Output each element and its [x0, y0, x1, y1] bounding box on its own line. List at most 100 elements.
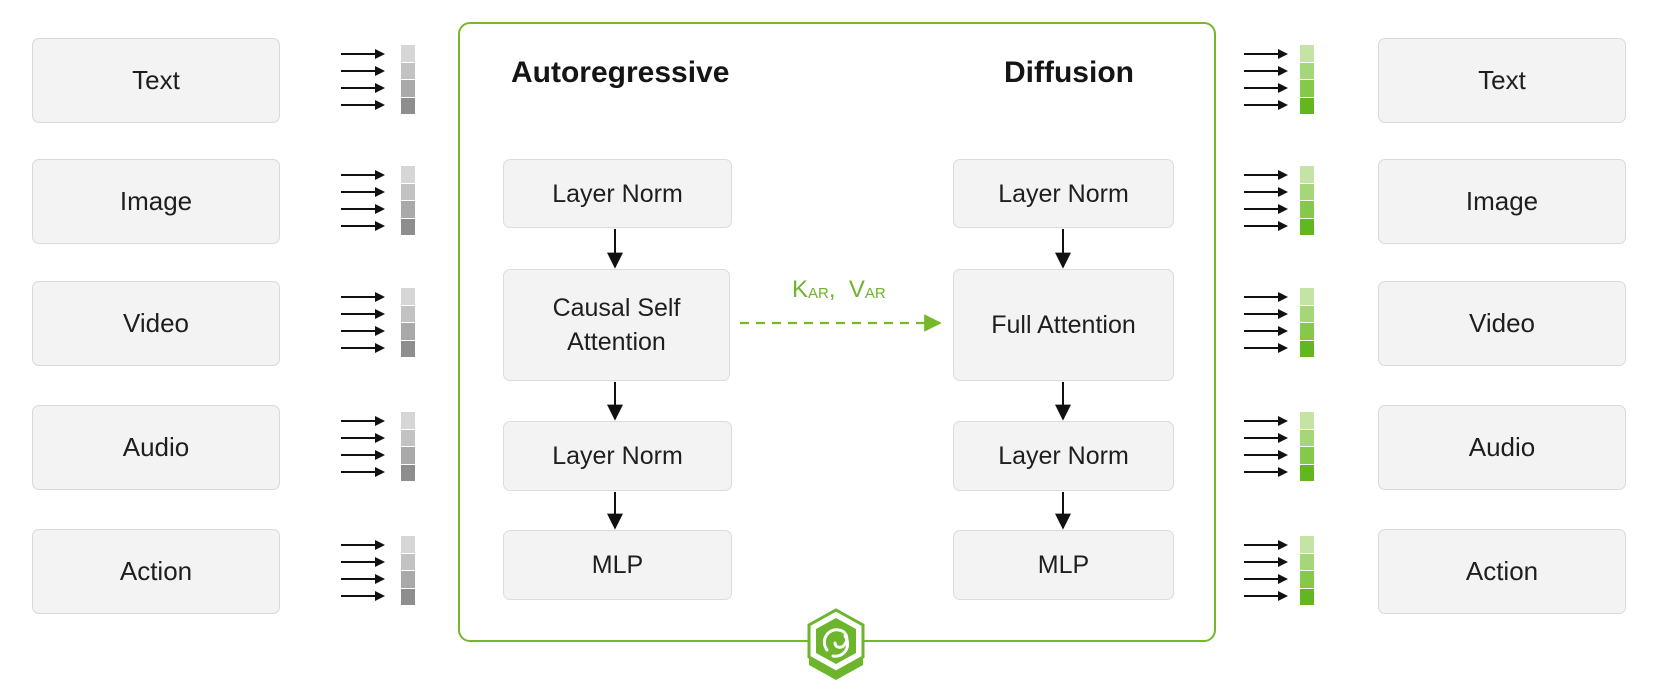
token-cell [401, 412, 415, 430]
token-cell [1300, 588, 1314, 606]
output-arrows-4-head [1278, 591, 1288, 601]
input-arrows-4-head [375, 591, 385, 601]
token-cell [1300, 571, 1314, 589]
output-arrows-2-head [1278, 343, 1288, 353]
output-text-label: Text [1478, 65, 1526, 95]
ar-causal-self-attention: Causal Self Attention [503, 269, 730, 381]
output-arrows-1-head [1278, 204, 1288, 214]
output-arrows-1-head [1278, 187, 1288, 197]
token-cell [1300, 323, 1314, 341]
output-video-box: Video [1378, 281, 1626, 366]
token-cell [401, 553, 415, 571]
input-arrows-1-head [375, 204, 385, 214]
ar-layer-norm-2-label: Layer Norm [552, 442, 683, 470]
output-token-stack-3 [1300, 412, 1314, 482]
ar-mlp: MLP [503, 530, 732, 600]
input-token-stack-3 [401, 412, 415, 482]
input-arrows-2-head [375, 309, 385, 319]
input-arrows-2-head [375, 292, 385, 302]
token-cell [401, 588, 415, 606]
token-cell [401, 305, 415, 323]
output-arrows-3 [1244, 416, 1288, 477]
token-cell [401, 340, 415, 358]
diff-mlp: MLP [953, 530, 1174, 600]
input-arrows-4-head [375, 574, 385, 584]
output-arrows-4-head [1278, 574, 1288, 584]
token-cell [1300, 166, 1314, 184]
input-action-box: Action [32, 529, 280, 614]
ar-layer-norm-2: Layer Norm [503, 421, 732, 491]
token-cell [401, 183, 415, 201]
kv-separator: , [828, 276, 836, 303]
token-cell [401, 62, 415, 80]
input-arrows-4-head [375, 540, 385, 550]
input-token-stack-0 [401, 45, 415, 115]
output-arrows-0 [1244, 49, 1288, 110]
diffusion-title: Diffusion [1004, 56, 1134, 89]
output-token-stack-1 [1300, 166, 1314, 236]
autoregressive-title: Autoregressive [511, 56, 730, 89]
input-arrows-3-head [375, 467, 385, 477]
input-image-label: Image [119, 186, 193, 216]
token-cell [401, 536, 415, 554]
output-audio-box: Audio [1378, 405, 1626, 490]
input-arrows-2-head [375, 326, 385, 336]
token-cell [401, 201, 415, 219]
diff-full-attention: Full Attention [953, 269, 1174, 381]
input-arrows-4 [341, 540, 385, 601]
output-arrows-3-head [1278, 433, 1288, 443]
input-video-box: Video [32, 281, 280, 366]
input-arrows-1 [341, 170, 385, 231]
token-cell [1300, 218, 1314, 236]
output-arrows-2-head [1278, 309, 1288, 319]
output-arrows-1-head [1278, 221, 1288, 231]
token-cell [1300, 429, 1314, 447]
output-token-stack-0 [1300, 45, 1314, 115]
output-token-stack-4 [1300, 536, 1314, 606]
token-cell [401, 166, 415, 184]
output-arrows-3-head [1278, 467, 1288, 477]
k-symbol: K [792, 276, 809, 303]
token-cell [1300, 97, 1314, 115]
output-arrows-1-head [1278, 170, 1288, 180]
token-cell [1300, 80, 1314, 98]
output-arrows-2-head [1278, 292, 1288, 302]
token-cell [1300, 464, 1314, 482]
token-cell [401, 45, 415, 63]
input-arrows-1-head [375, 170, 385, 180]
token-cell [1300, 201, 1314, 219]
input-arrows-3-head [375, 450, 385, 460]
token-cell [401, 80, 415, 98]
token-cell [401, 464, 415, 482]
token-cell [1300, 288, 1314, 306]
output-text-box: Text [1378, 38, 1626, 123]
token-cell [401, 323, 415, 341]
token-cell [401, 97, 415, 115]
input-token-stack-1 [401, 166, 415, 236]
token-cell [1300, 183, 1314, 201]
output-arrows-0-head [1278, 66, 1288, 76]
input-audio-label: Audio [122, 432, 190, 462]
input-arrows-0-head [375, 66, 385, 76]
output-video-label: Video [1468, 308, 1536, 338]
input-audio-box: Audio [32, 405, 280, 490]
token-cell [1300, 412, 1314, 430]
input-arrows-3-head [375, 433, 385, 443]
output-arrows-0-head [1278, 49, 1288, 59]
input-arrows-3-head [375, 416, 385, 426]
output-arrows-1 [1244, 170, 1288, 231]
token-cell [1300, 45, 1314, 63]
diff-layer-norm-1-label: Layer Norm [998, 179, 1129, 208]
input-text-box: Text [32, 38, 280, 123]
diff-mlp-label: MLP [1037, 551, 1090, 579]
diff-layer-norm-2-label: Layer Norm [998, 442, 1129, 470]
token-cell [401, 288, 415, 306]
v-subscript: AR [864, 285, 886, 302]
input-arrows-0 [341, 49, 385, 110]
output-image-box: Image [1378, 159, 1626, 244]
ar-causal-self-attention-label: Causal Self Attention [552, 294, 681, 356]
token-cell [401, 218, 415, 236]
output-arrows-3-head [1278, 450, 1288, 460]
input-video-label: Video [122, 308, 190, 338]
